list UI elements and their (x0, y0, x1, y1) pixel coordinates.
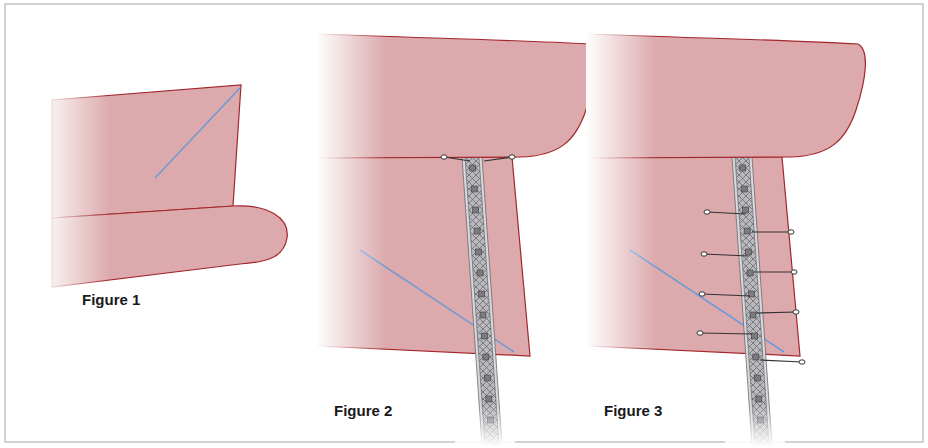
tape-edge (462, 157, 502, 445)
grain-line (155, 88, 240, 178)
pin (444, 157, 470, 161)
tape-dot (746, 249, 752, 255)
tape-edge (732, 157, 772, 445)
pin-head (701, 252, 707, 256)
figure-three (586, 28, 865, 447)
fade (40, 80, 110, 295)
pin-head (791, 270, 797, 274)
tape-dot (750, 312, 756, 318)
tape-band (735, 157, 769, 445)
pin-head (799, 360, 805, 364)
tape-dot (473, 207, 479, 213)
pin (760, 360, 802, 362)
tape-dot (486, 396, 492, 402)
pin (702, 294, 750, 296)
tape-dot (743, 207, 749, 213)
tape-dot (741, 186, 747, 192)
tape-dot (754, 375, 760, 381)
figure-caption: Figure 1 (82, 291, 140, 308)
figure-one (40, 80, 287, 295)
tape-dot (756, 396, 762, 402)
tape-dot (480, 312, 486, 318)
pin-head (509, 155, 515, 159)
fade (316, 28, 386, 358)
fade (586, 28, 656, 358)
pin (700, 333, 752, 334)
pin (484, 157, 512, 161)
fade (455, 405, 515, 447)
tape-dot (476, 249, 482, 255)
figure-caption: Figure 3 (604, 402, 662, 419)
pin (707, 212, 746, 214)
pin-head (704, 210, 710, 214)
tape-dot (481, 333, 487, 339)
pin (756, 312, 796, 313)
tape-band (465, 157, 499, 445)
pin-head (441, 155, 447, 159)
figure-two (316, 28, 595, 447)
tape-dot (753, 354, 759, 360)
tape-dot (751, 333, 757, 339)
tape-dot (483, 354, 489, 360)
tape-dot (474, 228, 480, 234)
tape-dot (484, 375, 490, 381)
fade (725, 405, 785, 447)
pin-head (697, 331, 703, 335)
pin-head (788, 230, 794, 234)
pin (752, 231, 791, 232)
tape-dot (740, 165, 746, 171)
pin-head (699, 292, 705, 296)
tape-dot (470, 165, 476, 171)
tape-dot (744, 228, 750, 234)
frame (5, 4, 923, 442)
tape-dot (479, 291, 485, 297)
figure-caption: Figure 2 (334, 402, 392, 419)
tape-dot (747, 270, 753, 276)
tape-dot (477, 270, 483, 276)
tape-dot (471, 186, 477, 192)
pin-head (793, 310, 799, 314)
pin (704, 254, 748, 256)
pin (754, 271, 794, 272)
